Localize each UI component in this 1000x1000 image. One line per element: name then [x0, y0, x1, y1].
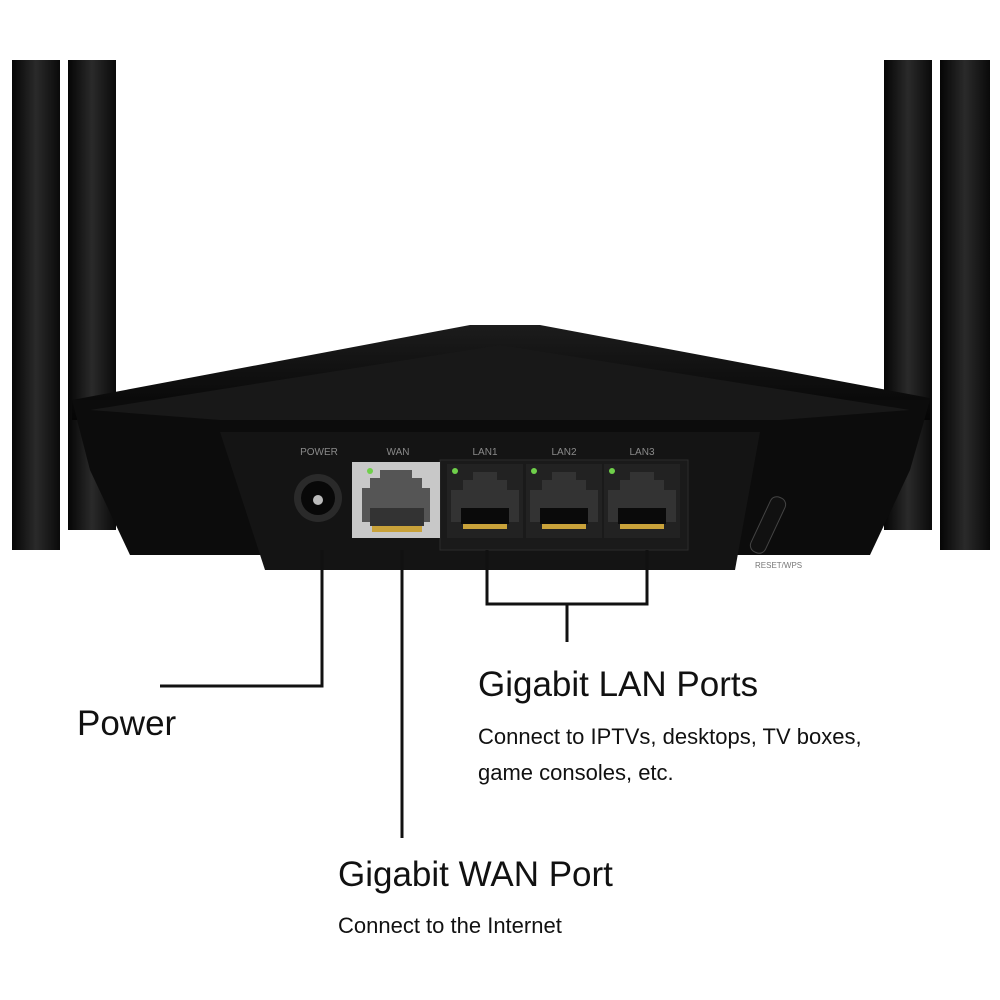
wan-port [352, 462, 440, 538]
power-jack [294, 474, 342, 522]
power-callout-title: Power [77, 704, 177, 743]
callout-lines [160, 550, 649, 838]
lan-callout-title: Gigabit LAN Ports [478, 665, 759, 704]
lan1-port-label: LAN1 [472, 447, 497, 458]
lan3-port-label: LAN3 [629, 447, 654, 458]
wan-callout-desc: Connect to the Internet [338, 913, 562, 938]
lan3-port [604, 464, 680, 538]
left-antenna [12, 60, 60, 550]
reset-wps-label: RESET/WPS [755, 561, 802, 570]
reset-wps-button: RESET/WPS [749, 496, 802, 570]
lan2-port [526, 464, 602, 538]
lan-callout-desc-1: Connect to IPTVs, desktops, TV boxes, [478, 724, 862, 749]
link-led [609, 468, 615, 474]
lan1-port [447, 464, 523, 538]
power-port-label: POWER [300, 447, 338, 458]
lan2-port-label: LAN2 [551, 447, 576, 458]
link-led [531, 468, 537, 474]
router-top-face [90, 345, 910, 420]
link-led [452, 468, 458, 474]
wan-callout-title: Gigabit WAN Port [338, 855, 613, 894]
right-antenna-rear [940, 60, 990, 550]
lan-callout-desc-2: game consoles, etc. [478, 760, 674, 785]
power-callout-line [160, 550, 324, 688]
wan-port-label: WAN [387, 447, 410, 458]
